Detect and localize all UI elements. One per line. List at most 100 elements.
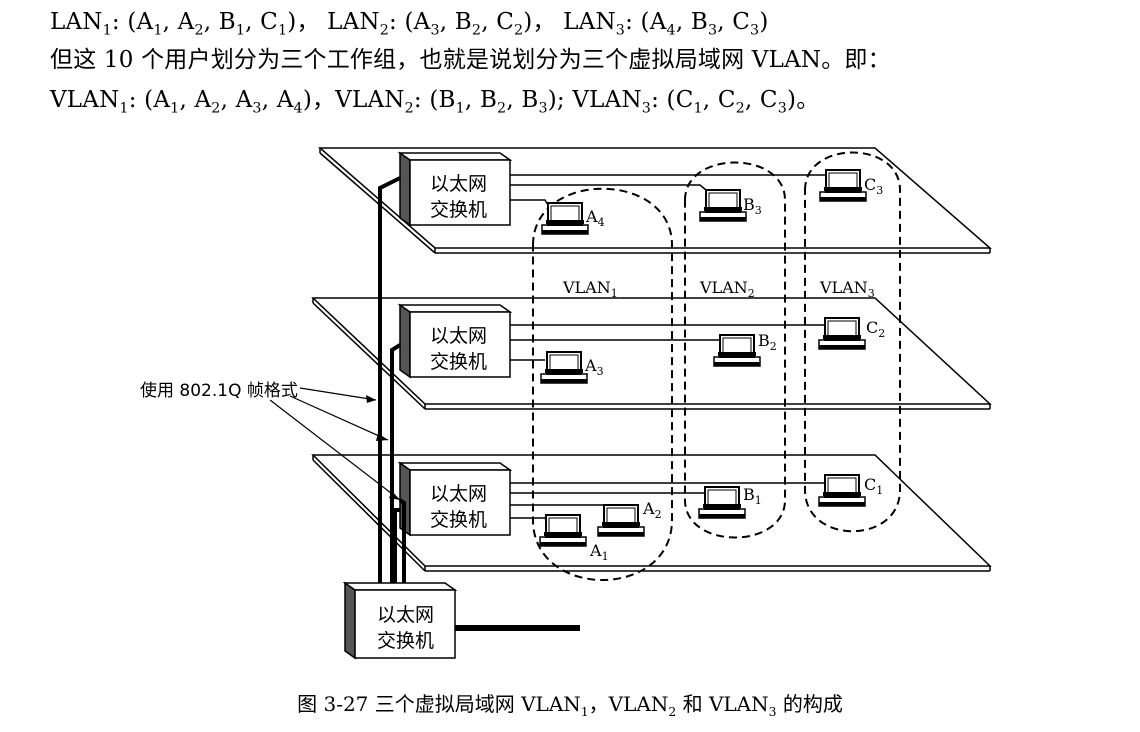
computer-c3 [819,169,867,202]
subscript-run: 2 [514,22,524,39]
text-run: )，VLAN [302,87,405,113]
paragraph-line-vlan-intro: 但这 10 个用户划分为三个工作组，也就是说划分为三个虚拟局域网 VLAN。即： [50,40,891,74]
vlan-1-ellipse [532,187,673,581]
vlan-topology-figure: 以太网 交换机 以太网 交换机 以太网 交换机 以太网 交换机 [140,147,993,660]
computer-a4 [541,202,589,235]
label-b3: B3 [743,195,762,217]
subscript-run: 3 [750,22,760,39]
subscript-run: 1 [119,100,129,117]
subscript-run: 3 [430,22,440,39]
switch-floor-1-label-line2: 交换机 [430,509,487,531]
vlan-3-ellipse [804,151,901,533]
subscript-run: 2 [735,100,745,117]
subscript-run: 1 [235,22,246,39]
text-run: : (A [128,87,171,113]
computer-a3 [540,351,588,384]
text-run: , B [203,9,236,35]
subscript-run: 2 [404,100,414,117]
computer-b3 [699,189,747,222]
text-run: , B [675,9,708,35]
vlan-2-ellipse [684,161,786,539]
vlan-3-label: VLAN3 [819,278,875,300]
subscript-run: 2 [471,22,482,39]
switch-floor-3 [397,151,513,227]
subscript-run: 3 [707,22,718,39]
text-run: )， LAN [287,9,380,35]
subscript-run: 3 [538,100,548,117]
subscript-run: 2 [497,100,507,117]
switch-backbone-label-line1: 以太网 [377,604,434,626]
figure-caption: 图 3-27 三个虚拟局域网 VLAN1，VLAN2 和 VLAN3 的构成 [297,692,843,719]
switch-backbone-label-line2: 交换机 [377,630,434,652]
subscript-run: 3 [777,100,788,117]
trunk-lines [378,176,406,583]
text-run: LAN [50,9,103,35]
text-run: , B [439,9,472,35]
text-run: , B [464,87,498,113]
label-c2: C2 [866,318,885,340]
text-run: , A [220,87,253,113]
label-c1: C1 [864,475,883,497]
subscript-run: 4 [666,22,676,39]
text-run: )。 [787,87,820,113]
arrowhead-1 [366,395,376,403]
text-run: , C [481,9,515,35]
text-run: , C [245,9,278,35]
text-run: , C [744,87,778,113]
subscript-run: 2 [379,22,390,39]
subscript-run: 4 [293,100,303,117]
text-run: : (B [413,87,456,113]
subscript-run: 3 [615,22,626,39]
computer-c2 [818,317,866,350]
text-run: : (C [651,87,694,113]
subscript-run: 3 [252,100,262,117]
text-run: 但这 10 个用户划分为三个工作组，也就是说划分为三个虚拟局域网 VLAN。即： [50,47,891,73]
computer-b2 [713,334,761,367]
switch-floor-3-label-line1: 以太网 [430,173,487,195]
subscript-run: 1 [693,100,703,117]
computer-a1 [539,514,587,547]
subscript-run: 2 [194,22,204,39]
subscript-run: 1 [153,22,163,39]
text-run: : (A [111,9,154,35]
text-run: : (A [389,9,431,35]
switch-floor-2 [397,303,513,379]
text-run: ) [759,9,769,35]
subscript-run: 2 [211,100,221,117]
label-b2: B2 [758,331,777,353]
computer-c1 [818,474,866,507]
label-c3: C3 [864,175,883,197]
text-run: , C [702,87,736,113]
subscript-run: 3 [641,100,652,117]
text-run: , B [506,87,539,113]
text-run: , C [717,9,751,35]
label-a2: A2 [642,499,662,521]
computer-b1 [698,486,746,519]
vlan-2-label: VLAN2 [699,278,755,300]
vlan-1-label: VLAN1 [562,278,618,300]
computer-a2 [597,504,645,537]
switch-floor-1-label-line1: 以太网 [430,483,487,505]
switch-floor-3-label-line2: 交换机 [430,199,487,221]
text-run: VLAN [50,87,120,113]
paragraph-line-vlan-groups: VLAN1: (A1, A2, A3, A4)，VLAN2: (B1, B2, … [50,80,819,117]
text-run: , A [179,87,212,113]
switch-backbone [342,581,458,660]
switch-floor-2-label-line2: 交换机 [430,351,487,373]
label-a4: A4 [585,207,605,229]
label-a1: A1 [589,541,609,563]
label-b1: B1 [743,485,762,507]
subscript-run: 1 [102,22,112,39]
switch-floor-1 [397,461,513,537]
subscript-run: 1 [277,22,288,39]
text-run: : (A [625,9,667,35]
text-run: , A [162,9,195,35]
subscript-run: 1 [170,100,180,117]
frame-format-pointers [269,387,401,501]
arrowhead-3 [389,491,400,500]
subscript-run: 1 [455,100,465,117]
paragraph-line-lan-groups: LAN1: (A1, A2, B1, C1)， LAN2: (A3, B2, C… [50,2,769,39]
text-run: )， LAN [523,9,616,35]
arrowhead-2 [376,433,388,441]
label-a3: A3 [584,356,604,378]
